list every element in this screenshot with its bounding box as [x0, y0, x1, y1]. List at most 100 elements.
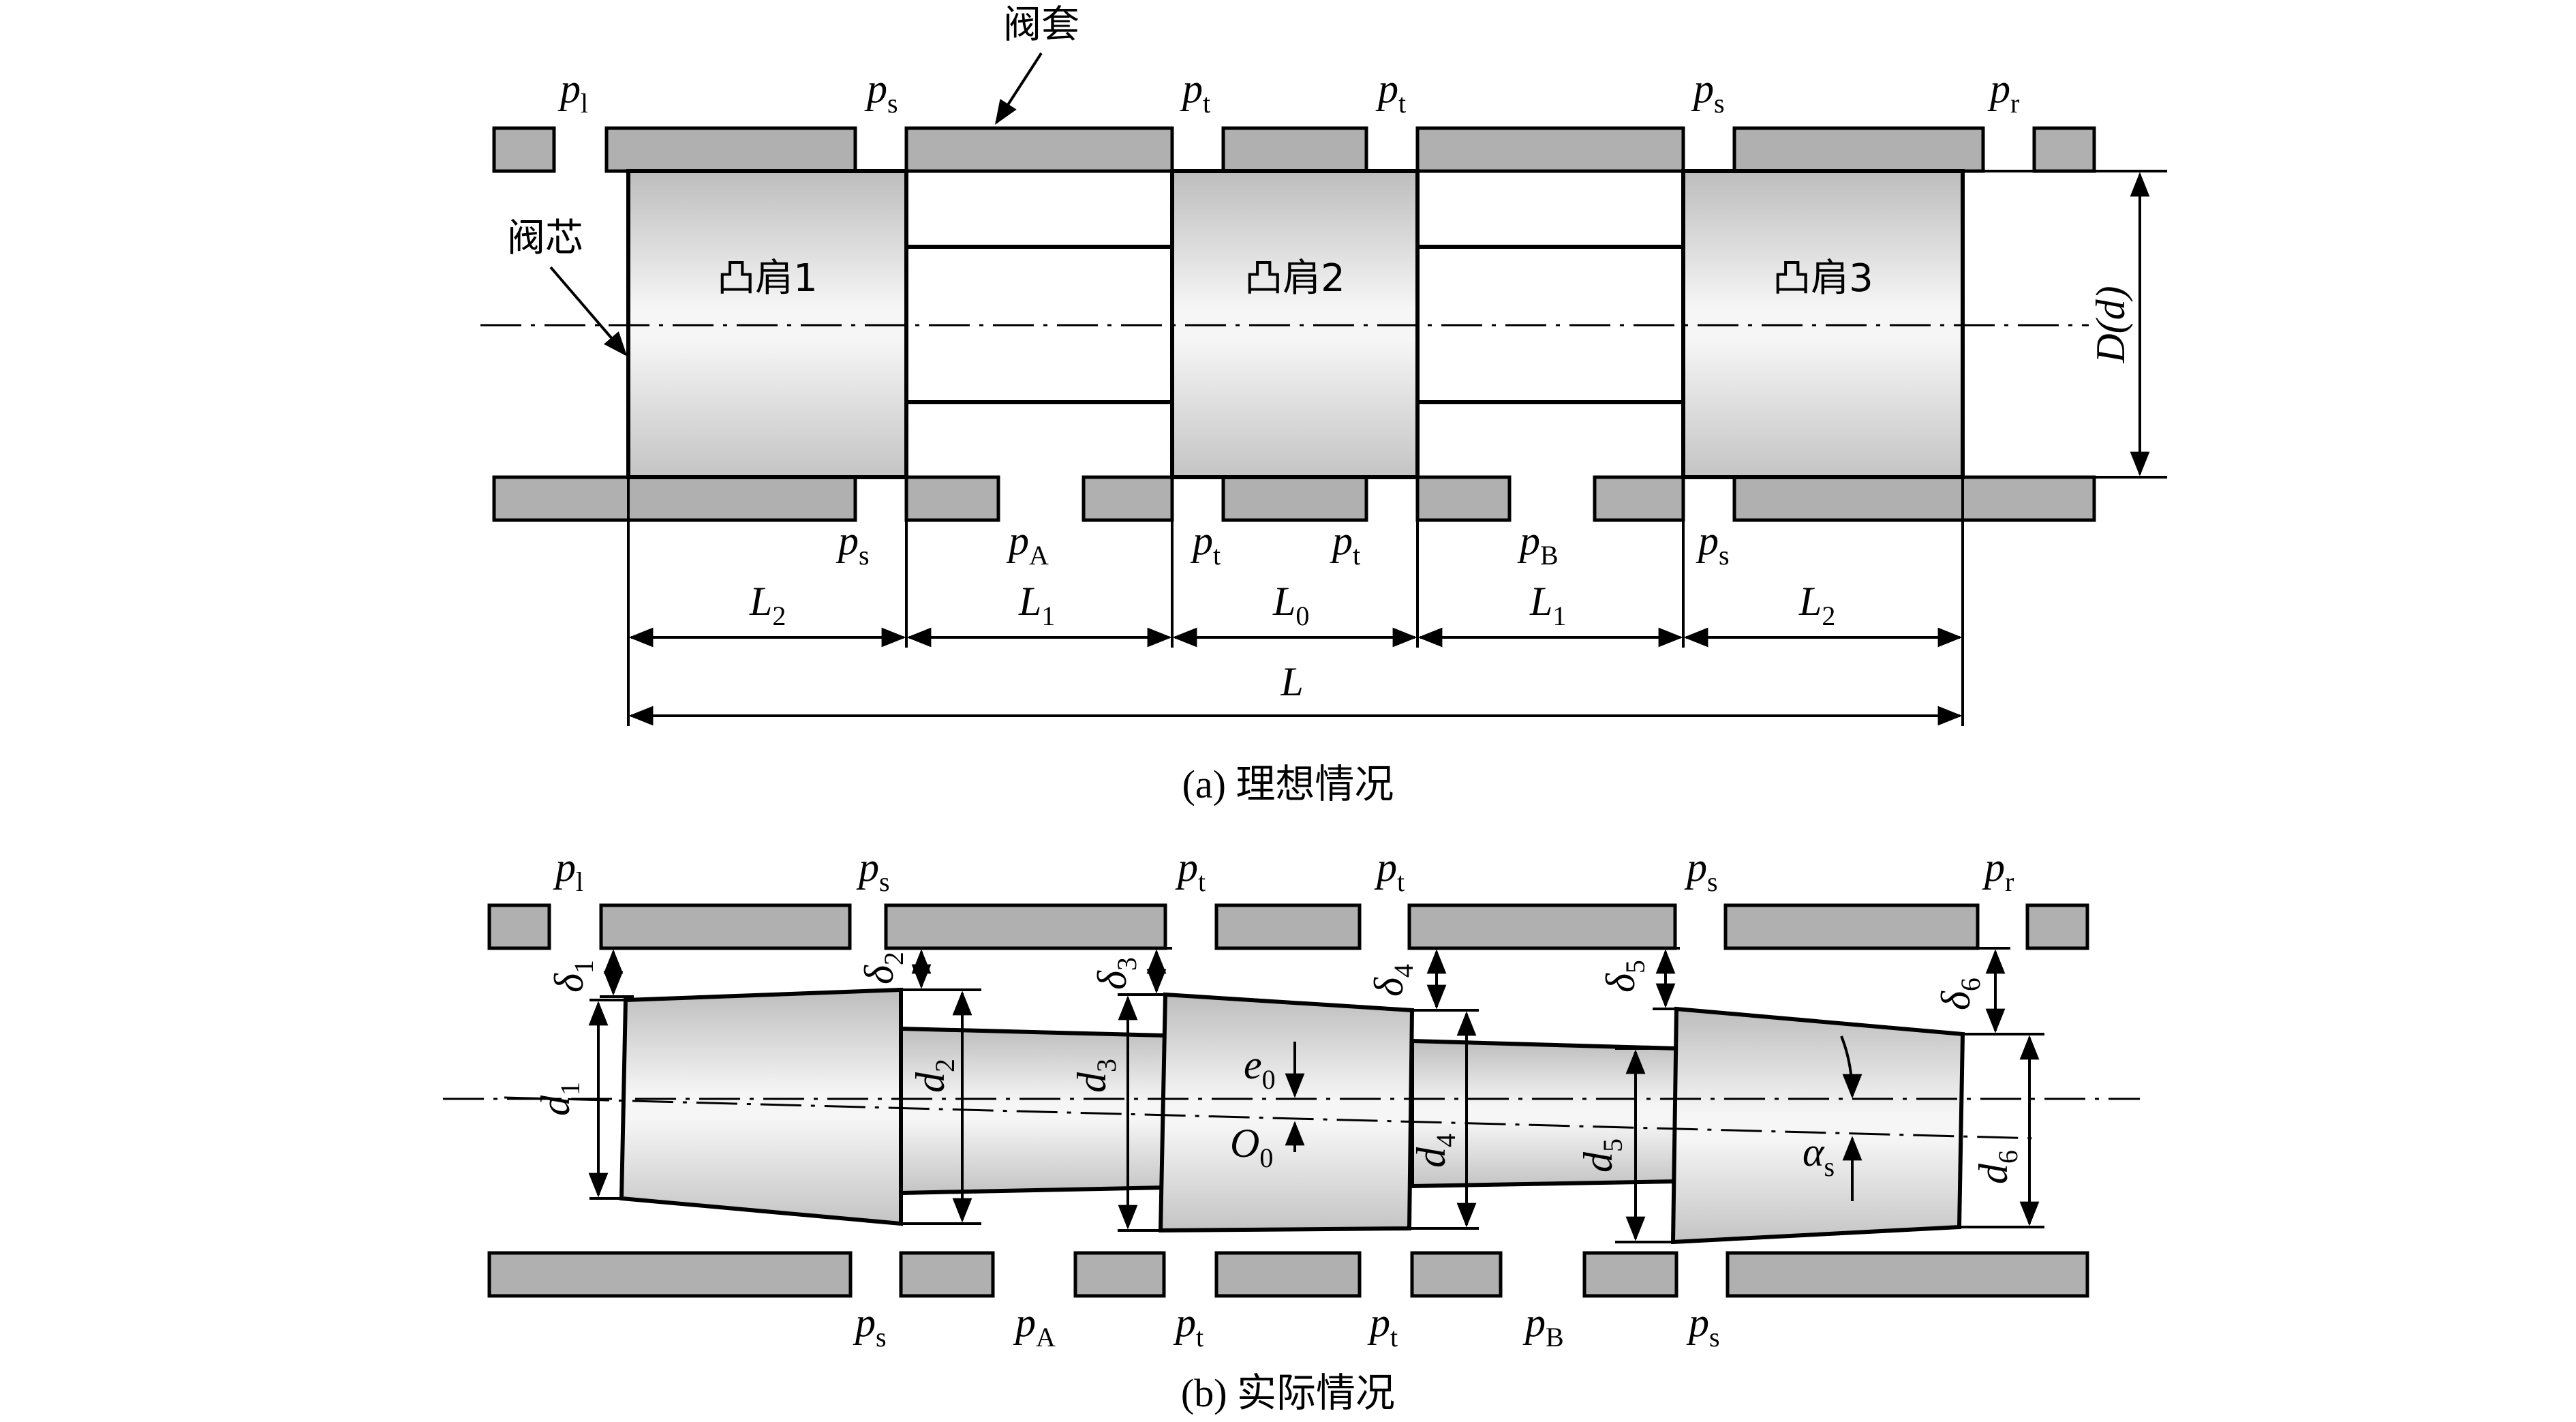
- length-label: L2: [749, 579, 786, 631]
- sleeve-block: [599, 903, 852, 950]
- sleeve-block: [1732, 126, 1985, 173]
- port-label: ps: [1696, 518, 1730, 571]
- chamber-top: [1422, 175, 1679, 243]
- length-label: L1: [1529, 579, 1566, 631]
- port-label: ps: [856, 845, 890, 897]
- port-label: pt: [1375, 66, 1406, 119]
- length-label: L2: [1798, 579, 1835, 631]
- sleeve-block: [487, 1251, 853, 1298]
- eccentricity-marker: e0 O0: [1230, 1042, 1305, 1173]
- top-ports-a: pl ps pt pt ps pr: [557, 66, 2019, 119]
- port-label: ps: [864, 66, 898, 119]
- sleeve-leader: [995, 52, 1043, 125]
- port-label: pl: [557, 66, 588, 119]
- land-label: 凸肩1: [717, 256, 818, 301]
- tilt-angle-label: αs: [1803, 1130, 1835, 1182]
- tilt-angle-arrow: [1840, 1035, 1862, 1099]
- center-label: O0: [1230, 1121, 1273, 1173]
- gap-label: δ5: [1598, 960, 1651, 993]
- caption-a: (a) 理想情况: [1182, 762, 1394, 806]
- sleeve-block: [1410, 1251, 1503, 1298]
- diameter-label: d3: [1069, 1059, 1122, 1093]
- total-length-label: L: [1280, 659, 1303, 704]
- chamber-top: [910, 175, 1168, 243]
- sleeve-block: [1221, 126, 1368, 173]
- sleeve-block: [1723, 903, 1980, 950]
- sleeve-block: [1221, 475, 1368, 522]
- gap-label: δ6: [1933, 978, 1986, 1010]
- gap-label: δ2: [857, 952, 909, 984]
- gap-label: δ3: [1090, 957, 1142, 990]
- land-3: [1670, 1006, 1965, 1245]
- sleeve-block: [1415, 126, 1685, 173]
- sleeve-block: [604, 126, 857, 173]
- chamber-bottom: [1422, 406, 1679, 474]
- diameter-label: D(d): [2088, 286, 2133, 363]
- sleeve-block: [492, 126, 556, 173]
- port-label: pt: [1190, 518, 1221, 571]
- sleeve-block: [492, 475, 857, 522]
- port-label: pt: [1180, 66, 1210, 119]
- sleeve-block: [1593, 475, 1685, 522]
- port-label: pl: [553, 845, 583, 897]
- gap-dims: δ1 δ2 δ3 δ4 δ5 δ6: [547, 947, 2010, 1035]
- port-label: pr: [1982, 845, 2014, 897]
- sleeve-top-b: [487, 903, 2089, 950]
- sleeve-block: [487, 903, 551, 950]
- port-label: pt: [1175, 845, 1206, 897]
- port-label: pA: [1013, 1300, 1056, 1352]
- land-2: [1158, 992, 1415, 1233]
- length-dims-a: L2 L1 L0 L1 L2 L: [627, 477, 1964, 726]
- panel-a: 凸肩1 凸肩2 凸肩3 阀套 阀芯 pl ps pt pt ps pr ps p…: [480, 3, 2167, 806]
- length-label: L1: [1018, 579, 1055, 631]
- gap-label: δ1: [547, 960, 599, 993]
- port-label: ps: [1686, 1300, 1720, 1352]
- sleeve-block: [904, 475, 1000, 522]
- port-label: ps: [853, 1300, 887, 1352]
- port-label: ps: [1684, 845, 1718, 897]
- spool-leader: [549, 266, 628, 357]
- port-label: pt: [1330, 518, 1360, 571]
- sleeve-block: [1214, 1251, 1362, 1298]
- sleeve-block: [899, 1251, 995, 1298]
- land-label: 凸肩2: [1244, 256, 1345, 301]
- port-label: ps: [835, 518, 870, 571]
- top-ports-b: pl ps pt pt ps pr: [553, 845, 2014, 897]
- diameter-label: d6: [1971, 1150, 2023, 1184]
- tilt-angle-marker: αs: [1803, 1035, 1862, 1201]
- sleeve-block: [904, 126, 1174, 173]
- diameter-label: d4: [1409, 1134, 1461, 1168]
- chamber-bottom: [910, 406, 1168, 474]
- eccentricity-label: e0: [1244, 1042, 1276, 1095]
- caption-b: (b) 实际情况: [1181, 1371, 1395, 1415]
- sleeve-block: [1732, 475, 2096, 522]
- sleeve-bottom-b: [487, 1251, 2089, 1298]
- diameter-label: d5: [1576, 1138, 1628, 1173]
- sleeve-top-a: [492, 126, 2096, 173]
- diameter-label: d2: [908, 1059, 960, 1093]
- port-label: pr: [1987, 66, 2019, 119]
- sleeve-label: 阀套: [1003, 3, 1079, 47]
- port-label: pt: [1173, 1300, 1203, 1352]
- port-label: pt: [1374, 845, 1405, 897]
- port-label: pB: [1517, 518, 1559, 571]
- port-label: pA: [1006, 518, 1049, 571]
- sleeve-block: [1726, 1251, 2089, 1298]
- spool-label: 阀芯: [507, 216, 583, 260]
- sleeve-block: [1415, 475, 1512, 522]
- sleeve-block: [1073, 1251, 1166, 1298]
- spool-b: [619, 987, 1965, 1245]
- panel-b: pl ps pt pt ps pr ps pA pt pt pB ps δ1 δ…: [443, 845, 2140, 1415]
- diameter-dims: d1 d2 d3 d4 d5 d6: [533, 988, 2044, 1243]
- sleeve-block: [1582, 1251, 1678, 1298]
- bottom-ports-a: ps pA pt pt pB ps: [835, 518, 1730, 571]
- port-label: pt: [1367, 1300, 1398, 1352]
- land-label: 凸肩3: [1773, 256, 1873, 301]
- sleeve-block: [1407, 903, 1677, 950]
- sleeve-block: [2025, 903, 2089, 950]
- port-label: ps: [1691, 66, 1725, 119]
- gap-label: δ4: [1366, 964, 1419, 997]
- sleeve-bottom-a: [492, 475, 2096, 522]
- sleeve-block: [884, 903, 1167, 950]
